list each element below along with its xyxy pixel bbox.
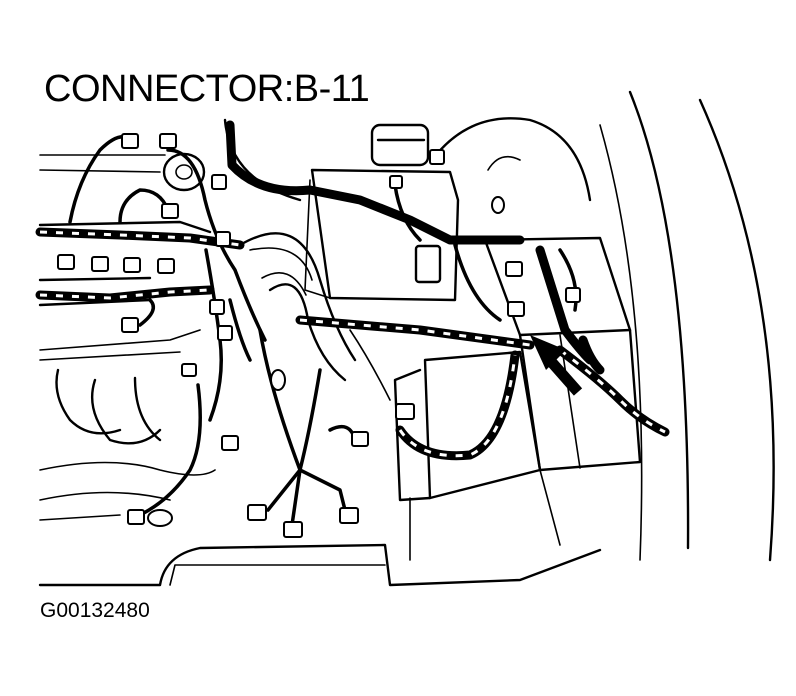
figure-code: G00132480: [40, 599, 150, 622]
diagram-title: CONNECTOR:B-11: [44, 68, 370, 110]
black-harness: [225, 120, 605, 375]
radiator-support: [38, 469, 602, 587]
fender-outline: [599, 90, 775, 562]
reservoir: [370, 117, 592, 202]
connectors: [57, 133, 581, 538]
intake-duct: [223, 118, 357, 382]
engine-block: [38, 154, 216, 521]
connector-pointer-arrow: [530, 335, 583, 396]
